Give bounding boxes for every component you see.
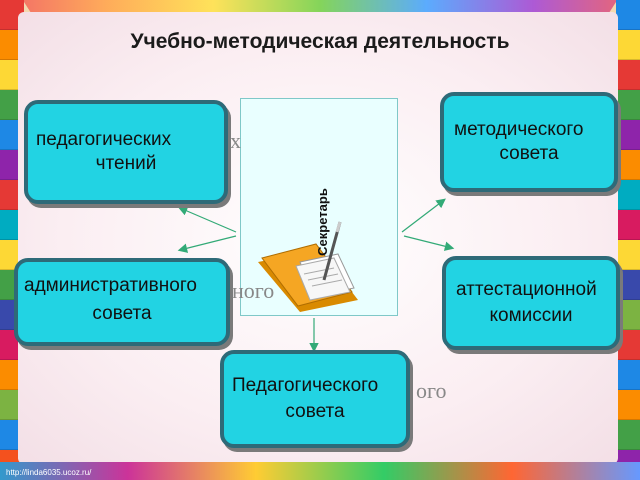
footer-url: http://linda6035.ucoz.ru/ (6, 468, 92, 477)
arrow-to-admin-council (177, 235, 237, 253)
node-method-council: методического совета (440, 92, 618, 192)
node-admin-council: административного совета (14, 258, 230, 346)
node-ped-readings-line1: педагогических (36, 129, 172, 150)
node-ped-readings-line2: чтений (95, 153, 157, 174)
node-method-council-line2: совета (499, 143, 559, 164)
node-admin-council-line2: совета (92, 303, 152, 324)
right-pencil-border (616, 0, 640, 480)
arrow-to-method-council (401, 198, 446, 233)
node-ped-council-line1: Педагогического (232, 375, 379, 396)
ghost-ped-readings: х (230, 128, 241, 153)
folder-documents-pen-icon (258, 221, 358, 312)
slide-title: Учебно-методическая деятельность (130, 30, 510, 53)
node-ped-council-line2: совета (285, 401, 345, 422)
arrow-to-attest-commission (403, 235, 455, 251)
node-attest-commission-line2: комиссии (489, 305, 573, 326)
node-attest-commission: аттестационной комиссии (442, 256, 620, 350)
node-attest-commission-line1: аттестационной (456, 279, 597, 300)
bottom-pencil-strip (0, 462, 640, 480)
ghost-ped-council: ого (416, 378, 447, 403)
node-method-council-line1: методического (454, 119, 584, 140)
center-label-secretary: Секретарь (314, 188, 330, 256)
ghost-admin-council: ного (232, 278, 275, 303)
node-ped-readings: педагогических чтений (24, 100, 228, 204)
top-pencil-strip (0, 0, 640, 14)
node-ped-council: Педагогического совета (220, 350, 410, 448)
node-admin-council-line1: административного (24, 275, 197, 296)
arrow-to-ped-readings (177, 206, 237, 233)
